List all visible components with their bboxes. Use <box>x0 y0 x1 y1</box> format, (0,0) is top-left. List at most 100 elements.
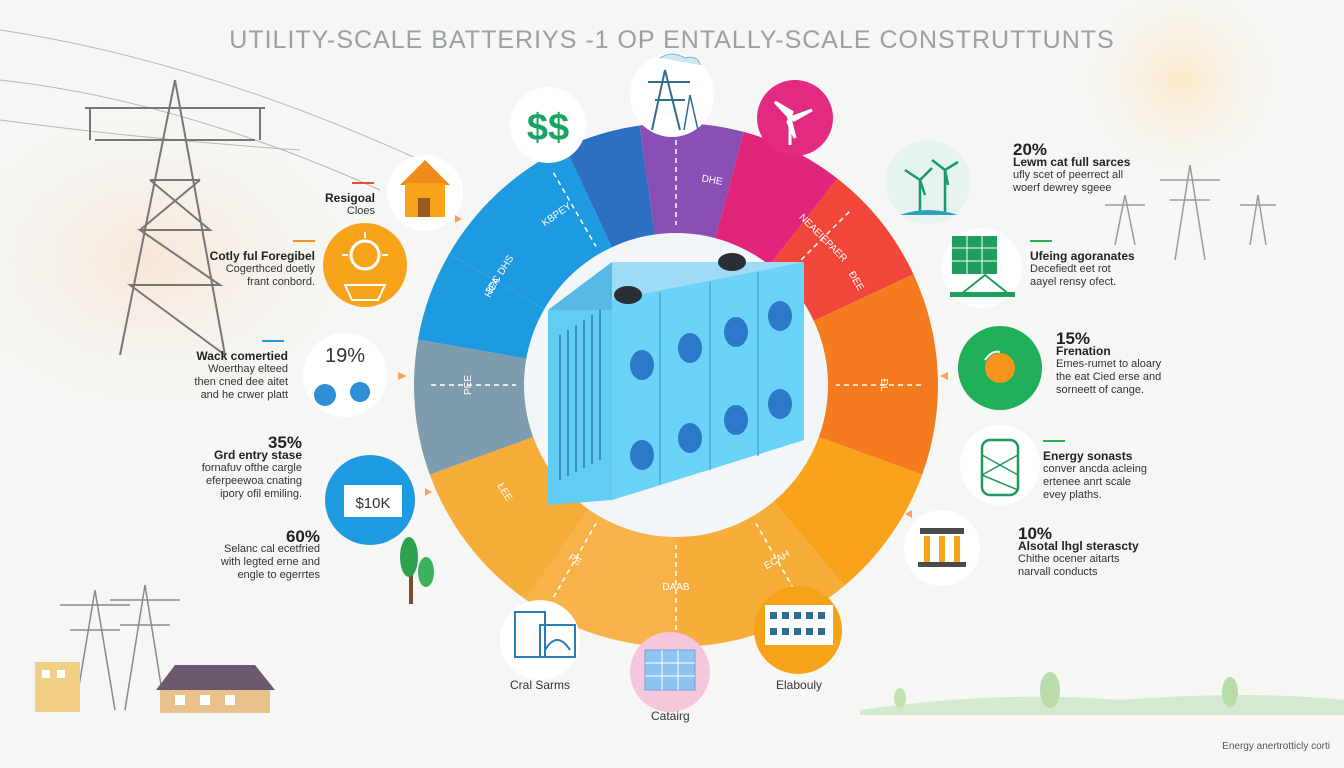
transmission-tower-icon <box>630 53 714 137</box>
annotation-text: then cned dee aitet <box>194 376 288 388</box>
annotation-text: aayel rensy ofect. <box>1030 276 1117 288</box>
ring-segment <box>811 274 939 475</box>
annotation-text: fornafuv ofthe cargle <box>201 462 302 474</box>
annotation-heading: Energy sonasts <box>1043 449 1133 463</box>
ring-segment <box>714 131 838 267</box>
battery-terminal-right <box>718 253 746 271</box>
annotation-heading: Lewm cat full sarces <box>1013 155 1131 169</box>
annotation-text: and he crwer platt <box>200 389 288 401</box>
annotation-heading: Alsotal lhgl sterascty <box>1018 539 1139 553</box>
wind-turbine-icon <box>757 80 833 156</box>
battery-terminal-left <box>614 286 642 304</box>
svg-text:$$: $$ <box>527 107 569 149</box>
annotation-text: eferpeewoa cnating <box>205 475 302 487</box>
annotation-alsotal: 10% Alsotal lhgl sterascty Chithe ocener… <box>1018 524 1168 579</box>
transmission-tower-left <box>85 79 265 356</box>
annotation-text: conver ancda acleing <box>1043 463 1147 475</box>
page-title: UTILITY-SCALE BATTERIYS -1 OP ENTALLY-SC… <box>229 26 1115 54</box>
annotation-text: Emes-rumet to aloary <box>1056 358 1162 370</box>
globe-icon: 19% <box>303 333 387 417</box>
annotation-ufeing: Ufeing agoranates Decefiedt eet rot aaye… <box>1030 250 1180 289</box>
annotation-frenation: 15% Frenation Emes-rumet to aloary the e… <box>1056 329 1206 397</box>
dollar-icon: $$ <box>510 87 586 163</box>
annotation-text: narvall conducts <box>1018 566 1098 578</box>
annotation-text: Chithe ocener aitarts <box>1018 553 1120 565</box>
ring-segment <box>768 178 914 322</box>
annotation-heading: Grd entry stase <box>213 448 302 462</box>
ring-segment <box>639 123 744 241</box>
annotation-resigoal: Resigoal Cloes <box>285 192 375 218</box>
segment-label: DAAB <box>662 582 690 593</box>
annotation-percent: 10% <box>1018 524 1053 543</box>
accent-bar <box>262 340 284 342</box>
segment-label: ĐL <box>878 379 889 392</box>
annotation-text: with legted erne and <box>220 556 320 568</box>
annotation-text: Decefiedt eet rot <box>1030 263 1111 275</box>
annotation-text: frant conbord. <box>247 276 315 288</box>
label-elabouly: Elabouly <box>776 678 823 692</box>
annotation-text: evey plaths. <box>1043 489 1102 501</box>
factory-icon <box>500 600 580 680</box>
annotation-heading: Cotly ful Foregibel <box>209 249 315 263</box>
annotation-text: sorneett of cange. <box>1056 384 1145 396</box>
annotation-text: ipory ofil emiling. <box>220 488 302 500</box>
solar-panel-icon <box>942 228 1022 308</box>
ring-segment <box>772 436 923 586</box>
segment-label: DHE <box>701 173 724 188</box>
annotation-grid-entry: 35% Grd entry stase fornafuv ofthe cargl… <box>180 433 302 501</box>
solar-grid-icon <box>630 632 710 712</box>
power-lines <box>0 29 421 191</box>
sun-icon <box>323 223 407 307</box>
house-icon <box>387 155 463 231</box>
annotation-percent: 60% <box>285 527 320 546</box>
annotation-energy-sonasts: Energy sonasts conver ancda acleing erte… <box>1043 450 1193 502</box>
annotation-percent: 20% <box>1013 140 1048 159</box>
annotation-percent: 15% <box>1056 329 1091 348</box>
annotation-percent: 35% <box>267 433 302 452</box>
ring-segment <box>417 254 547 359</box>
transmission-towers-right <box>1105 164 1276 261</box>
accent-bar <box>1043 440 1065 442</box>
annotation-selanc: 60% Selanc cal ecetfried with legted ern… <box>190 527 320 582</box>
annotation-heading: Resigoal <box>324 191 375 205</box>
annotation-text: engle to egerrtes <box>237 569 320 581</box>
green-hills <box>860 672 1344 715</box>
ring-segment <box>414 339 536 475</box>
battery-vents <box>559 310 601 480</box>
pointer-arrows <box>398 215 948 518</box>
label-cral-sarms: Cral Sarms <box>510 678 571 692</box>
ring-segment <box>449 147 613 310</box>
sun-glow <box>1070 0 1290 190</box>
annotation-wack: Wack comertied Woerthay elteed then cned… <box>170 350 288 402</box>
tree-icon <box>400 537 434 604</box>
annotation-text: ufly scet of peerrect all <box>1013 169 1124 181</box>
ring-segment <box>565 125 656 250</box>
transmission-towers-bottom <box>60 584 180 711</box>
accent-bar <box>293 240 315 242</box>
annotation-text: the eat Cied erse and <box>1056 371 1162 383</box>
svg-text:$10K: $10K <box>355 495 390 512</box>
annotation-heading: Frenation <box>1056 344 1111 358</box>
annotation-heading: Wack comertied <box>196 349 288 363</box>
annotation-text: Cogerthced doetly <box>225 263 315 275</box>
annotation-text: ertenee anrt scale <box>1043 476 1132 488</box>
svg-text:19%: 19% <box>325 345 365 367</box>
annotation-text: woerf dewrey sgeee <box>1013 182 1112 194</box>
money-icon: $10K <box>325 455 415 545</box>
annotation-text: Woerthay elteed <box>208 363 288 375</box>
annotation-text: Cloes <box>346 205 375 217</box>
accent-bar <box>1030 240 1052 242</box>
battery-illustration <box>548 253 804 505</box>
left-glow <box>0 90 380 430</box>
footer-caption: Energy anertrotticly corti <box>1222 741 1330 752</box>
wind-farm-icon <box>886 140 970 224</box>
green-circle-icon <box>958 326 1042 410</box>
segment-label: PEE <box>463 375 474 395</box>
annotation-heading: Ufeing agoranates <box>1030 249 1135 263</box>
accent-bar <box>352 182 374 184</box>
columns-icon <box>904 510 980 586</box>
building-icon <box>754 586 842 674</box>
